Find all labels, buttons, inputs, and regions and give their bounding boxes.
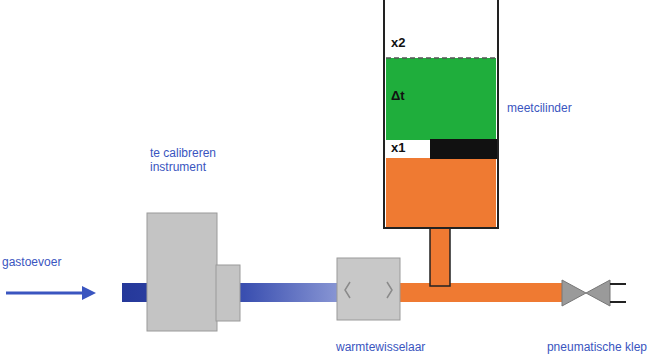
part-label: meetcilinder <box>507 101 572 115</box>
level-line <box>386 57 496 59</box>
position-label: x2 <box>391 36 405 50</box>
outlet-pipe <box>398 283 563 302</box>
supply-arrow <box>6 286 96 300</box>
position-label: x1 <box>391 141 405 155</box>
instrument-port <box>216 265 240 321</box>
part-label: te calibreren instrument <box>150 146 230 174</box>
piston <box>430 139 498 159</box>
pneumatic-valve <box>562 280 626 306</box>
cylinder-stem <box>430 226 450 286</box>
flow-label: gastoevoer <box>2 255 61 269</box>
instrument-body <box>147 213 217 331</box>
gas-volume <box>386 58 496 140</box>
cylinder-bottom-gas <box>386 158 496 228</box>
part-label: warmtewisselaar <box>336 340 425 354</box>
exchanger-marks <box>345 282 392 298</box>
part-label: pneumatische klep <box>547 340 647 354</box>
measuring-cylinder <box>384 0 498 228</box>
interval-label: Δt <box>391 89 405 103</box>
heat-exchanger <box>337 258 400 320</box>
